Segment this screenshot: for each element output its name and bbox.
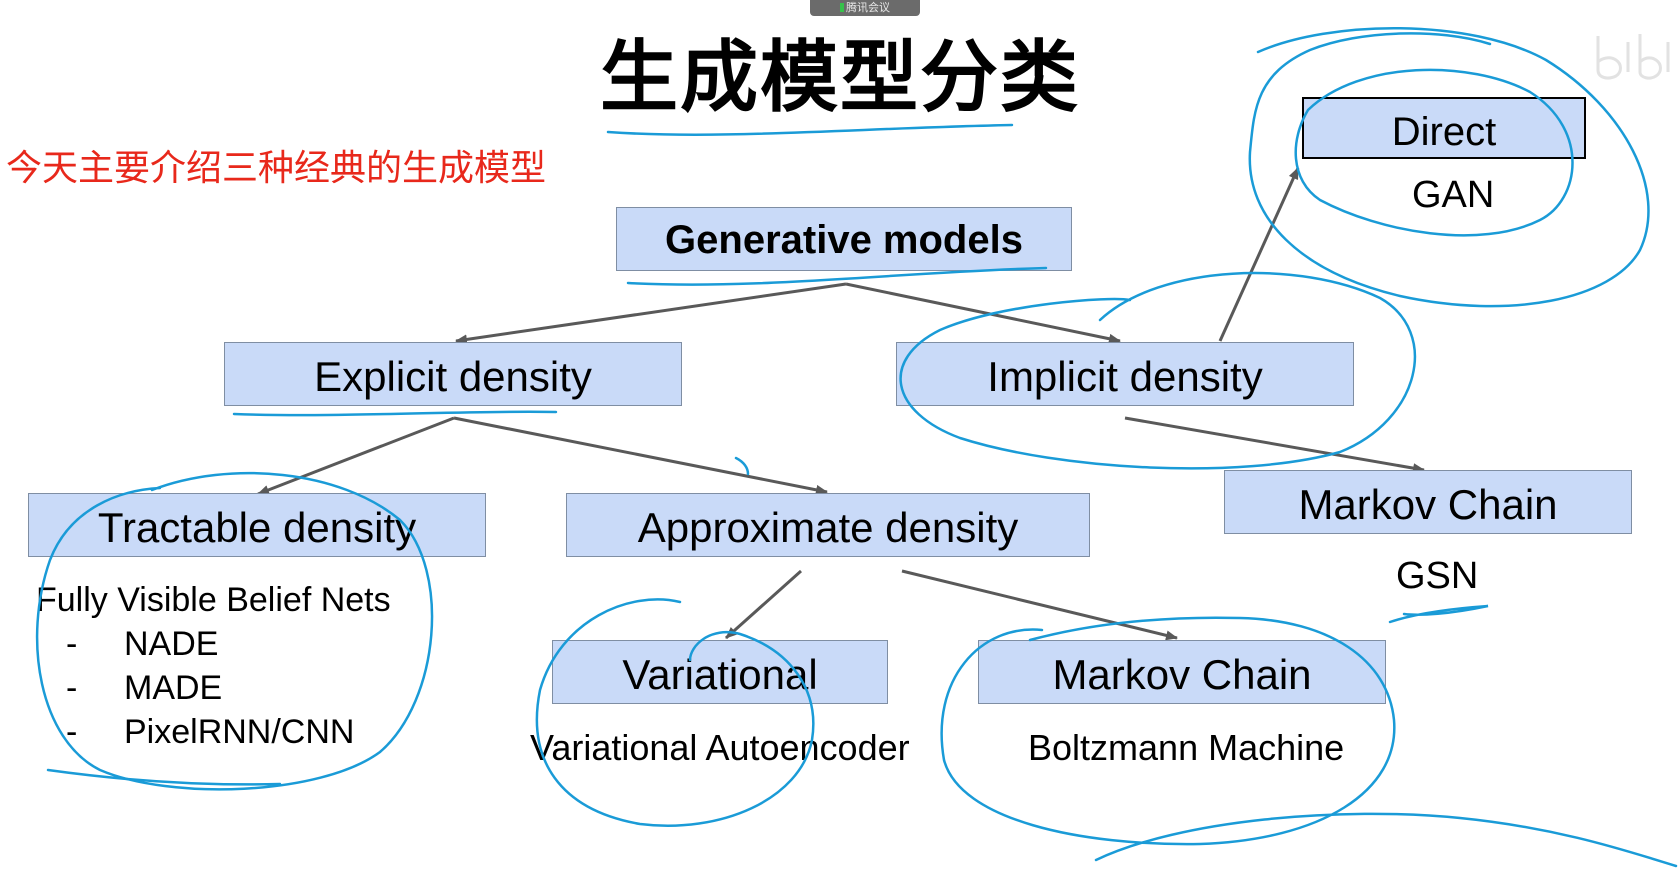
- circle-direct-gan: [1248, 27, 1650, 308]
- meeting-badge[interactable]: 腾讯会议: [810, 0, 920, 16]
- node-implicit-density: Implicit density: [896, 342, 1354, 406]
- slide-title: 生成模型分类: [599, 33, 1080, 123]
- list-item: NADE: [124, 625, 219, 663]
- underline-tractable-bottom: [46, 768, 282, 786]
- arc-bottom-right: [1094, 812, 1678, 868]
- node-gsn: GSN: [1396, 555, 1479, 597]
- node-markov-chain-approx: Markov Chain: [978, 640, 1386, 704]
- arrow-to-variational: [725, 569, 802, 640]
- slide-subtitle: 今天主要介绍三种经典的生成模型: [6, 148, 547, 189]
- arrow-to-markov-implicit: [1124, 416, 1425, 474]
- node-approximate-density: Approximate density: [566, 493, 1090, 557]
- arrow-to-implicit: [845, 282, 1121, 344]
- arrow-to-explicit: [455, 282, 847, 345]
- node-explicit-density: Explicit density: [224, 342, 682, 406]
- list-item: PixelRNN/CNN: [124, 713, 355, 751]
- node-boltzmann-machine: Boltzmann Machine: [1028, 727, 1345, 768]
- node-tractable-density: Tractable density: [28, 493, 486, 557]
- arrow-to-markov-approx: [901, 569, 1178, 641]
- node-markov-chain-implicit: Markov Chain: [1224, 470, 1632, 534]
- signal-icon: [840, 3, 844, 12]
- node-variational-autoencoder: Variational Autoencoder: [530, 727, 910, 768]
- tick-mark: [734, 456, 750, 476]
- node-gan: GAN: [1412, 174, 1495, 216]
- underline-explicit: [232, 410, 558, 417]
- scribble-gsn: [1388, 604, 1489, 624]
- arrow-to-direct: [1218, 167, 1300, 342]
- list-bullet: -: [66, 669, 78, 707]
- list-heading: Fully Visible Belief Nets: [36, 581, 391, 619]
- node-direct: Direct: [1302, 97, 1586, 159]
- meeting-badge-label: 腾讯会议: [846, 1, 890, 14]
- arrow-to-approximate: [453, 416, 828, 495]
- list-bullet: -: [66, 713, 78, 751]
- list-item: MADE: [124, 669, 223, 707]
- circle-variational: [535, 598, 815, 827]
- node-variational: Variational: [552, 640, 888, 704]
- arrow-to-tractable: [257, 416, 455, 496]
- node-generative-models: Generative models: [616, 207, 1072, 271]
- bilibili-watermark-icon: [1596, 34, 1670, 80]
- list-bullet: -: [66, 625, 78, 663]
